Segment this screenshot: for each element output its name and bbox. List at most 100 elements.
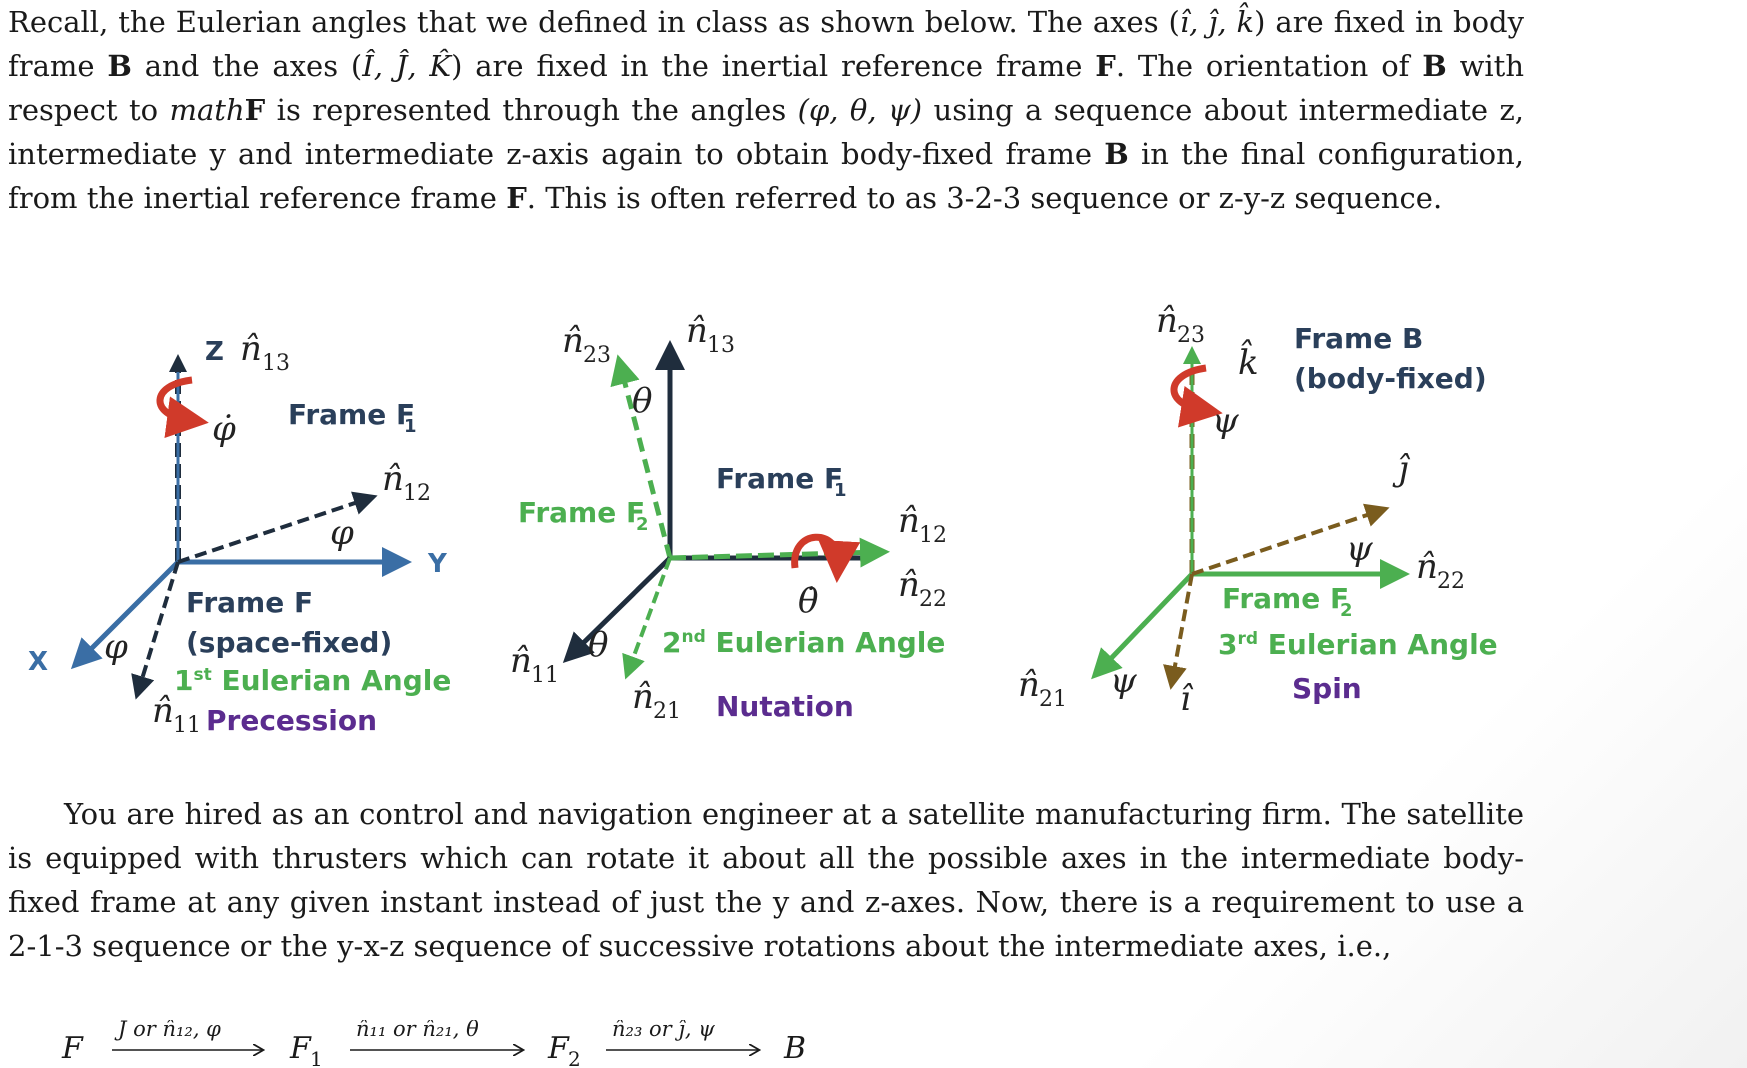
n13-subscript: 13 [262, 351, 290, 376]
n22-label: n̂ [898, 565, 920, 605]
nutation-rotation-arrow [791, 533, 861, 583]
psi-label: ψ [1346, 529, 1373, 569]
intro-text: and the axes ( [131, 49, 363, 83]
n11-subscript: 11 [173, 713, 201, 738]
frame-f1-label: Frame F [288, 398, 415, 431]
n23-axis [610, 354, 673, 559]
panel-nutation: n̂ 23 n̂ 13 θ Frame F 1 Frame F 2 n̂ 12 … [510, 311, 947, 724]
frame-f1-label: Frame F [716, 462, 843, 495]
frame-b-label: Frame B [1294, 322, 1423, 355]
n21-subscript: 21 [1039, 687, 1067, 712]
z-axis-label: Z [205, 337, 224, 367]
spin-rotation-arrow [1170, 364, 1223, 428]
n11-label: n̂ [510, 641, 532, 681]
frame-f1-subscript: 1 [834, 480, 847, 501]
y-axis-label: Y [427, 549, 448, 579]
intro-text: ) are fixed in body frame [8, 5, 1524, 83]
psi-dot-label: ψ [1212, 401, 1239, 441]
frame-f1-subscript: 1 [404, 416, 417, 437]
n11-axis [131, 561, 180, 700]
n12-label: n̂ [382, 459, 404, 499]
n13-label: n̂ [686, 311, 708, 351]
problem-text: You are hired as an control and navigati… [8, 797, 1524, 963]
frame-f1-subscript: 1 [310, 1047, 323, 1068]
spin-label: Spin [1292, 672, 1362, 705]
n21-axis [622, 557, 672, 680]
n11-label: n̂ [152, 691, 174, 731]
x-axis [70, 560, 180, 670]
nutation-label: Nutation [716, 690, 854, 723]
step1-label: Ĵ or n̂₁₂, φ [114, 1020, 221, 1041]
phi-label: φ [330, 513, 354, 553]
frame-b-symbol: B [1422, 49, 1447, 83]
n22-subscript: 22 [1437, 569, 1465, 594]
frame-f2-subscript: 2 [636, 514, 649, 535]
intro-text: ) are fixed in the inertial reference fr… [451, 49, 1096, 83]
n22-axis [669, 537, 890, 568]
precession-label: Precession [206, 704, 377, 737]
intro-text: with respect to [8, 49, 1524, 127]
inertial-axes-symbol: Î, Ĵ, K̂ [362, 49, 452, 83]
math-word: math [169, 93, 245, 127]
n11-axis [562, 556, 672, 663]
n21-label: n̂ [1018, 665, 1040, 705]
i-axis [1163, 573, 1194, 690]
frame-f2-label: Frame F [518, 496, 645, 529]
n21-subscript: 21 [653, 699, 681, 724]
n23-label: n̂ [1156, 301, 1178, 341]
n21-axis [1091, 572, 1194, 680]
n23-subscript: 23 [1177, 323, 1205, 348]
frame-f2-subscript: 2 [1340, 600, 1353, 621]
k-hat-label: k̂ [1238, 340, 1259, 383]
theta-dot-label: θ̇ [798, 581, 818, 621]
third-euler-angle-label: 3rd Eulerian Angle [1218, 628, 1498, 661]
panel-precession: Z n̂ 13 φ̇ Frame F 1 n̂ 12 φ Y Frame F (… [28, 329, 451, 738]
precession-rotation-arrow [156, 376, 209, 439]
theta-small-label: θ [588, 625, 608, 665]
i-hat-label: î [1180, 679, 1194, 719]
step2-label: n̂₁₁ or n̂₂₁, θ [356, 1020, 479, 1041]
psi-small-label: ψ [1110, 661, 1137, 701]
n11-subscript: 11 [531, 663, 559, 688]
problem-paragraph: You are hired as an control and navigati… [8, 792, 1524, 968]
n23-subscript: 23 [583, 343, 611, 368]
frame-f2-label: Frame F [1222, 582, 1349, 615]
n12-label: n̂ [898, 501, 920, 541]
intro-text: . The orientation of [1115, 49, 1423, 83]
panel-spin: n̂ 23 k̂ Frame B (body-fixed) ψ ĵ ψ n̂ 2… [1018, 301, 1498, 719]
intro-text: using a sequence about intermediate z, i… [8, 93, 1524, 171]
phi-dot-label: φ̇ [212, 409, 236, 449]
frame-f1-symbol: F [289, 1031, 312, 1066]
euler-angles-figure: Z n̂ 13 φ̇ Frame F 1 n̂ 12 φ Y Frame F (… [28, 301, 1498, 738]
frame-f-label: Frame F [186, 586, 313, 619]
euler-angles-symbol: (φ, θ, ψ) [797, 93, 923, 127]
n13-label: n̂ [240, 329, 262, 369]
rotation-sequence: F Ĵ or n̂₁₂, φ F 1 n̂₁₁ or n̂₂₁, θ F 2 n… [61, 1020, 806, 1068]
n12-subscript: 12 [919, 523, 947, 548]
frame-f-symbol: F [506, 181, 527, 215]
frame-f-symbol: F [1095, 49, 1116, 83]
intro-paragraph: Recall, the Eulerian angles that we defi… [8, 0, 1524, 220]
x-axis-label: X [28, 647, 48, 677]
n23-label: n̂ [562, 321, 584, 361]
frame-f2-symbol: F [547, 1031, 570, 1066]
step3-label: n̂₂₃ or ĵ, ψ [612, 1020, 715, 1041]
body-axes-symbol: î, ĵ, k̂ [1179, 5, 1255, 39]
n12-axis [177, 491, 378, 564]
intro-text: in the final configuration, from the ine… [8, 137, 1524, 215]
frame-f-symbol: F [244, 93, 266, 127]
frame-b-symbol: B [1104, 137, 1129, 171]
body-fixed-label: (body-fixed) [1294, 362, 1487, 395]
n21-label: n̂ [632, 677, 654, 717]
intro-text: . This is often referred to as 3-2-3 seq… [526, 181, 1443, 215]
frame-b-symbol: B [783, 1031, 806, 1066]
j-axis [1191, 503, 1390, 576]
n22-subscript: 22 [919, 587, 947, 612]
phi-x-label: φ [104, 627, 128, 667]
intro-text: is represented through the angles [265, 93, 798, 127]
n13-subscript: 13 [707, 333, 735, 358]
theta-label: θ [632, 381, 652, 421]
j-hat-label: ĵ [1392, 449, 1411, 489]
second-euler-angle-label: 2nd Eulerian Angle [662, 626, 945, 659]
n22-label: n̂ [1416, 547, 1438, 587]
